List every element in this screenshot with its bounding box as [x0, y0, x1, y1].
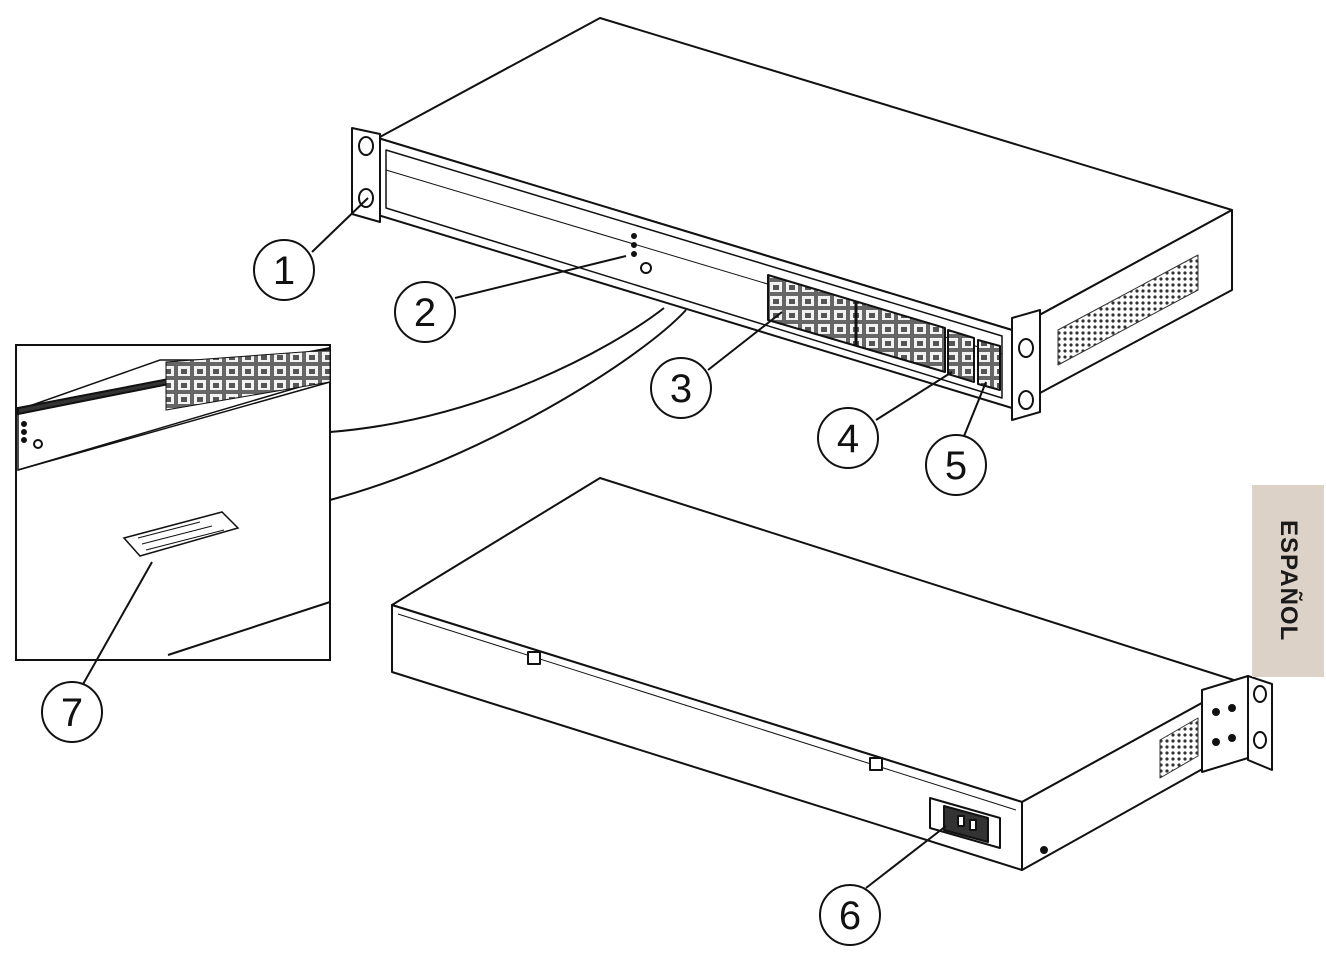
switch-front-view	[0, 0, 1233, 421]
language-tab-label: ESPAÑOL	[1275, 520, 1302, 642]
svg-text:2: 2	[414, 291, 436, 335]
side-vent-grille	[0, 0, 1, 1]
svg-text:1: 1	[273, 249, 295, 293]
callout-2: 2	[394, 281, 456, 343]
svg-text:5: 5	[945, 444, 967, 488]
svg-text:3: 3	[670, 367, 692, 411]
zoom-line-upper	[329, 307, 665, 433]
switch-rear-view	[391, 477, 1273, 871]
callout-6: 6	[819, 884, 881, 946]
svg-text:4: 4	[837, 417, 859, 461]
zoom-line-lower	[329, 309, 687, 501]
detail-inset	[15, 344, 331, 661]
reset-button	[640, 262, 652, 274]
svg-text:6: 6	[839, 894, 861, 938]
svg-text:7: 7	[61, 691, 83, 735]
callout-1: 1	[253, 239, 315, 301]
callout-5: 5	[925, 434, 987, 496]
sfp-port-block	[977, 339, 1001, 391]
callout-4: 4	[817, 407, 879, 469]
callout-3: 3	[650, 357, 712, 419]
rack-ear-rear	[1201, 675, 1249, 773]
rack-ear-right	[1011, 309, 1041, 421]
power-inlet-icon	[929, 797, 1001, 849]
uplink-port-block	[947, 329, 975, 383]
language-tab[interactable]: ESPAÑOL	[1252, 485, 1324, 677]
callout-7: 7	[41, 681, 103, 743]
callout-leaders	[81, 197, 987, 889]
